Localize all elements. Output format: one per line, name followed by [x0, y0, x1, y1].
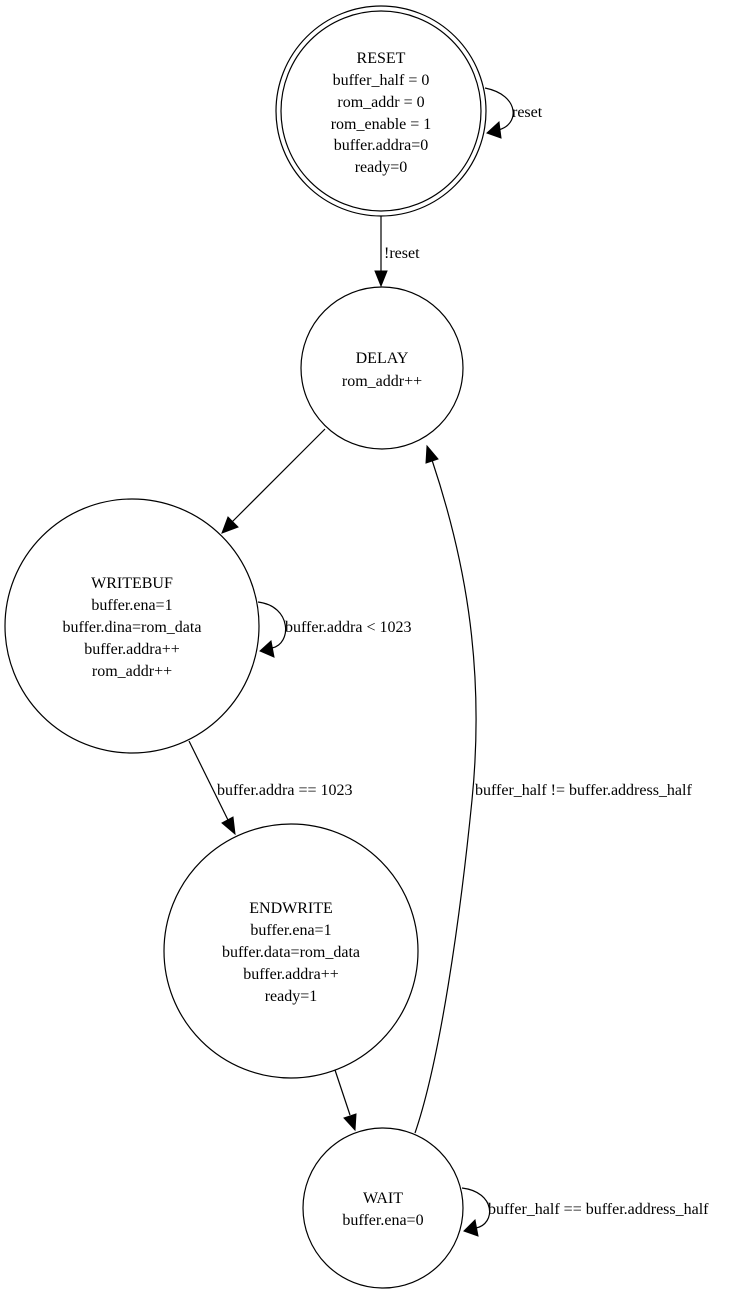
edge-label-writebuf-self: buffer.addra < 1023	[285, 619, 411, 636]
state-reset-action: rom_addr = 0	[337, 94, 424, 111]
edge-reset-self-loop	[484, 87, 514, 139]
state-writebuf: WRITEBUF buffer.ena=1 buffer.dina=rom_da…	[4, 498, 260, 754]
state-wait-name: WAIT	[363, 1190, 403, 1207]
state-wait-action: buffer.ena=0	[342, 1212, 423, 1229]
state-endwrite-name: ENDWRITE	[249, 900, 333, 917]
state-reset-action: rom_enable = 1	[331, 116, 432, 133]
edge-reset-to-delay	[374, 216, 388, 288]
state-delay-action: rom_addr++	[342, 373, 422, 390]
state-reset-action: buffer.addra=0	[334, 137, 428, 154]
state-reset-action: ready=0	[355, 159, 408, 176]
state-reset-action: buffer_half = 0	[333, 72, 430, 89]
state-endwrite: ENDWRITE buffer.ena=1 buffer.data=rom_da…	[163, 823, 419, 1079]
state-delay: DELAY rom_addr++	[300, 286, 464, 450]
state-wait: WAIT buffer.ena=0	[302, 1127, 464, 1289]
state-writebuf-name: WRITEBUF	[91, 575, 173, 592]
state-reset-name: RESET	[357, 50, 406, 67]
edge-label-writebuf-to-endwrite: buffer.addra == 1023	[217, 782, 353, 799]
edge-endwrite-to-wait	[334, 1069, 357, 1132]
state-endwrite-action: buffer.ena=1	[250, 922, 331, 939]
edge-delay-to-writebuf	[221, 428, 326, 534]
state-writebuf-action: buffer.ena=1	[91, 597, 172, 614]
edge-label-wait-self: buffer_half == buffer.address_half	[488, 1201, 709, 1218]
state-writebuf-action: rom_addr++	[92, 663, 172, 680]
state-writebuf-action: buffer.dina=rom_data	[63, 619, 202, 636]
state-delay-name: DELAY	[356, 350, 409, 367]
edge-writebuf-self-loop	[257, 601, 287, 658]
edge-label-reset-self: reset	[512, 104, 543, 121]
edge-wait-to-delay	[414, 444, 477, 1134]
state-endwrite-action: buffer.addra++	[243, 966, 339, 983]
edge-label-wait-to-delay: buffer_half != buffer.address_half	[475, 782, 692, 799]
edge-wait-self-loop	[461, 1187, 491, 1237]
state-endwrite-action: ready=1	[265, 988, 318, 1005]
state-reset: RESET buffer_half = 0 rom_addr = 0 rom_e…	[275, 5, 487, 217]
state-endwrite-action: buffer.data=rom_data	[222, 944, 360, 961]
state-writebuf-action: buffer.addra++	[84, 641, 180, 658]
edge-writebuf-to-endwrite	[188, 740, 236, 836]
edge-label-reset-to-delay: !reset	[384, 245, 420, 262]
